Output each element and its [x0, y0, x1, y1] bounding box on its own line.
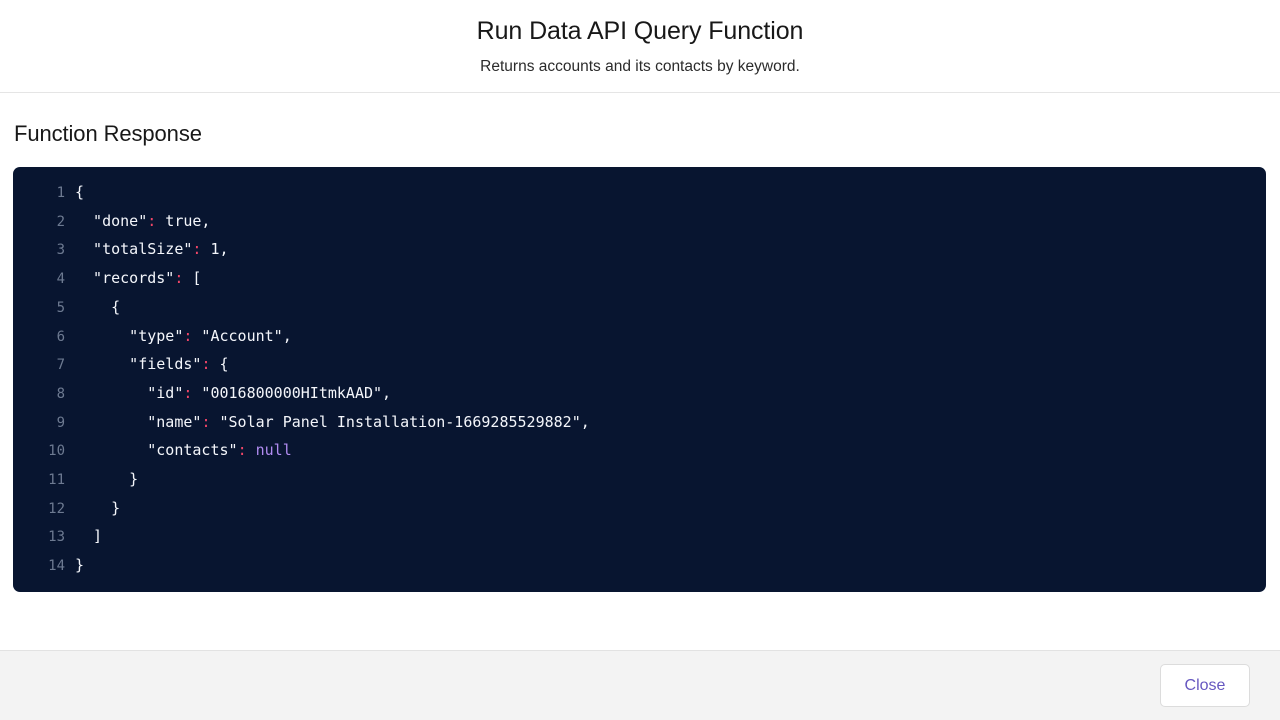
line-number: 1 — [56, 185, 65, 201]
code-line: 11 } — [13, 466, 1266, 495]
code-line: 4 "records": [ — [13, 265, 1266, 294]
code-line: 2 "done": true, — [13, 208, 1266, 237]
code-line: 1{ — [13, 179, 1266, 208]
line-content: } — [75, 466, 1266, 494]
line-number: 13 — [48, 529, 65, 546]
line-content: "done": true, — [75, 208, 1266, 236]
code-token-punc: : — [237, 441, 247, 460]
line-number: 10 — [48, 443, 65, 460]
close-button[interactable]: Close — [1160, 664, 1250, 707]
code-token-plain: "Account", — [192, 326, 292, 345]
code-token-punc: : — [201, 412, 211, 431]
line-number: 14 — [48, 558, 65, 575]
code-line: 12 } — [13, 495, 1266, 524]
code-line: 14} — [13, 552, 1266, 581]
line-number: 12 — [48, 500, 65, 517]
code-token-plain: "name" — [75, 412, 202, 431]
code-token-punc: : — [192, 240, 202, 259]
code-token-plain: true, — [156, 211, 211, 230]
line-number: 11 — [48, 472, 65, 489]
line-content: ] — [75, 523, 1266, 551]
code-token-punc: : — [174, 269, 184, 288]
code-token-plain: "id" — [75, 383, 184, 402]
line-content: "id": "0016800000HItmkAAD", — [75, 380, 1266, 408]
code-token-plain: [ — [183, 269, 202, 288]
modal-header: Run Data API Query Function Returns acco… — [0, 0, 1280, 93]
modal-footer: Close — [0, 650, 1280, 720]
code-line: 7 "fields": { — [13, 351, 1266, 380]
line-content: "records": [ — [75, 265, 1266, 293]
line-content: "name": "Solar Panel Installation-166928… — [75, 409, 1266, 437]
code-token-plain: } — [75, 556, 85, 575]
code-lines: 1{2 "done": true,3 "totalSize": 1,4 "rec… — [13, 179, 1266, 581]
line-content: "fields": { — [75, 351, 1266, 379]
code-token-null: null — [255, 441, 292, 460]
code-token-plain: "totalSize" — [75, 240, 193, 259]
code-line: 10 "contacts": null — [13, 437, 1266, 466]
code-line: 13 ] — [13, 523, 1266, 552]
code-line: 5 { — [13, 294, 1266, 323]
line-number: 6 — [56, 328, 65, 345]
code-token-plain: "records" — [75, 269, 175, 288]
section-title-function-response: Function Response — [14, 121, 202, 146]
line-number: 8 — [56, 385, 65, 402]
line-content: "contacts": null — [75, 437, 1266, 465]
code-token-plain: "Solar Panel Installation-1669285529882"… — [210, 412, 590, 431]
line-content: { — [75, 179, 1266, 207]
line-content: } — [75, 495, 1266, 523]
line-content: "type": "Account", — [75, 323, 1266, 351]
line-content: } — [75, 552, 1266, 580]
code-token-plain: } — [75, 498, 121, 517]
code-token-plain: "contacts" — [75, 441, 238, 460]
modal-body: Function Response 1{2 "done": true,3 "to… — [0, 93, 1280, 650]
code-token-punc: : — [183, 326, 193, 345]
line-number: 3 — [56, 242, 65, 259]
code-line: 9 "name": "Solar Panel Installation-1669… — [13, 409, 1266, 438]
line-number: 5 — [56, 299, 65, 316]
line-content: { — [75, 294, 1266, 322]
code-token-punc: : — [183, 383, 193, 402]
code-token-plain: { — [210, 355, 229, 374]
code-line: 8 "id": "0016800000HItmkAAD", — [13, 380, 1266, 409]
code-token-plain: "done" — [75, 211, 148, 230]
line-number: 9 — [56, 414, 65, 431]
line-number: 4 — [56, 271, 65, 288]
line-number: 2 — [56, 213, 65, 230]
code-token-plain: "type" — [75, 326, 184, 345]
page-subtitle: Returns accounts and its contacts by key… — [480, 58, 800, 75]
code-token-plain: 1, — [201, 240, 229, 259]
page-title: Run Data API Query Function — [476, 17, 804, 45]
code-token-plain: { — [75, 183, 85, 201]
code-token-plain: { — [75, 297, 121, 316]
code-token-plain: "0016800000HItmkAAD", — [192, 383, 392, 402]
code-line: 3 "totalSize": 1, — [13, 236, 1266, 265]
code-token-punc: : — [201, 355, 211, 374]
line-content: "totalSize": 1, — [75, 236, 1266, 264]
line-number: 7 — [56, 357, 65, 374]
code-token-plain — [247, 441, 256, 459]
code-token-plain: } — [75, 470, 139, 489]
code-token-punc: : — [147, 211, 157, 230]
code-line: 6 "type": "Account", — [13, 323, 1266, 352]
code-token-plain: ] — [75, 527, 103, 546]
code-token-plain: "fields" — [75, 355, 202, 374]
function-response-code-block[interactable]: 1{2 "done": true,3 "totalSize": 1,4 "rec… — [13, 167, 1266, 592]
